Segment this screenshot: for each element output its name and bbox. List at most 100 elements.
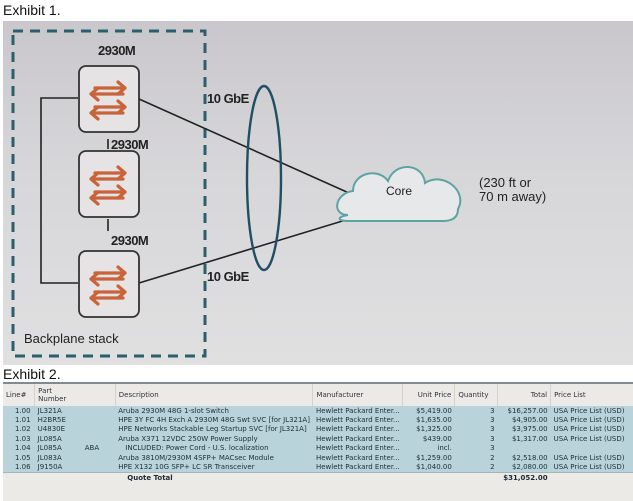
distance-note-line2: 70 m away) [479,189,547,204]
option-cell [81,406,116,416]
part-number-cell: JL085A [34,443,82,453]
core-cloud-icon [336,166,462,222]
option-cell [81,462,116,473]
quantity-cell: 3 [454,415,498,425]
description-cell: Aruba X371 12VDC 250W Power Supply [115,434,313,444]
empty-cell [312,471,403,484]
part-number-cell: U4830E [34,424,82,435]
switch-2 [78,150,140,218]
price-list-cell: USA Price List (USD) [550,462,633,473]
switch-3 [78,250,140,318]
col-line: Line# [3,384,36,406]
empty-cell [550,471,633,484]
manufacturer-cell: Hewlett Packard Enter... [312,452,403,463]
description-cell: HPE 3Y FC 4H Exch A 2930M 48G Swt SVC [f… [115,415,313,425]
col-manufacturer: Manufacturer [312,384,404,406]
unit-price-cell: $1,040.00 [402,462,455,473]
manufacturer-cell: Hewlett Packard Enter... [312,443,403,453]
network-diagram: 2930M 2930M 2930M 10 GbE 10 GbE Core (23… [3,21,633,365]
line-cell: 1.02 [3,424,35,435]
total-cell: $4,905.00 [497,415,551,425]
switch-1 [78,65,140,133]
price-list-cell: USA Price List (USD) [550,406,633,416]
quantity-cell: 2 [454,452,498,463]
backplane-stack-boundary [11,29,207,358]
option-cell: ABA [81,443,116,453]
link-aggregation-ellipse [245,84,283,272]
empty-cell [402,471,455,484]
col-option [81,384,116,406]
description-cell: INCLUDED: Power Cord - U.S. localization [115,443,313,453]
quantity-cell: 3 [454,434,498,444]
stack-ring-cable [40,97,78,284]
price-list-cell: USA Price List (USD) [550,415,633,425]
quantity-cell: 2 [454,462,498,473]
unit-price-cell: $439.00 [402,434,455,444]
switch-2-label: 2930M [111,137,149,152]
col-unit-price: Unit Price [402,384,456,406]
quantity-cell: 3 [454,443,498,453]
unit-price-cell: $1,635.00 [402,415,455,425]
total-cell [497,443,551,453]
line-cell: 1.04 [3,443,35,453]
switch-arrows-icon [89,80,127,121]
part-number-cell: JL321A [34,406,82,416]
part-number-cell: J9150A [34,462,82,473]
line-cell: 1.05 [3,452,35,463]
manufacturer-cell: Hewlett Packard Enter... [312,406,403,416]
switch-1-label: 2930M [98,43,136,58]
unit-price-cell: incl. [402,443,455,453]
switch-3-label: 2930M [111,233,149,248]
manufacturer-cell: Hewlett Packard Enter... [312,462,403,473]
price-list-cell: USA Price List (USD) [550,424,633,435]
uplink-top [138,98,350,194]
total-cell: $3,975.00 [497,424,551,435]
link-label-bottom: 10 GbE [207,269,249,284]
empty-cell [34,471,82,484]
option-cell [81,415,116,425]
quote-table-photo: Line# Part Number Description Manufactur… [3,382,633,501]
part-number-cell: H2BR5E [34,415,82,425]
part-number-cell: JL085A [34,434,82,444]
core-label: Core [386,184,413,198]
line-cell: 1.03 [3,434,35,444]
total-cell: $16,257.00 [497,406,551,416]
description-cell: HPE X132 10G SFP+ LC SR Transceiver [115,462,313,473]
price-list-cell: USA Price List (USD) [550,434,633,444]
exhibit-1-title: Exhibit 1. [3,2,61,18]
empty-cell [3,471,35,484]
total-cell: $1,317.00 [497,434,551,444]
distance-note-line1: (230 ft or [479,175,532,190]
table-header: Line# Part Number Description Manufactur… [3,384,633,406]
col-quantity: Quantity [454,384,499,406]
backplane-stack-label: Backplane stack [24,331,119,346]
col-part-number: Part Number [38,387,67,403]
link-label-top: 10 GbE [207,91,249,106]
quantity-cell: 3 [454,406,498,416]
empty-cell [454,471,498,484]
quote-table: Line# Part Number Description Manufactur… [3,384,633,484]
manufacturer-cell: Hewlett Packard Enter... [312,434,403,444]
option-cell [81,434,116,444]
total-cell: $2,080.00 [497,462,551,473]
col-total: Total [497,384,552,406]
quote-total-label: Quote Total [115,471,313,484]
unit-price-cell: $1,325.00 [402,424,455,435]
quote-total-value: $31,052.00 [497,471,551,484]
manufacturer-cell: Hewlett Packard Enter... [312,415,403,425]
line-cell: 1.01 [3,415,35,425]
line-cell: 1.00 [3,406,35,416]
col-price-list: Price List [554,391,586,399]
empty-cell [81,471,116,484]
diagram-canvas [11,29,462,358]
distance-note: (230 ft or 70 m away) [479,176,546,204]
switch-arrows-icon [89,265,127,306]
description-cell: Aruba 2930M 48G 1-slot Switch [115,406,313,416]
